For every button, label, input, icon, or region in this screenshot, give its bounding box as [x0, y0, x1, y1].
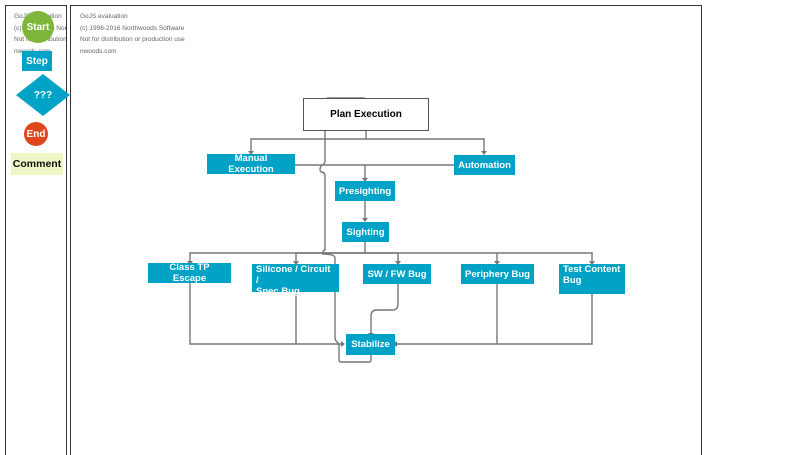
palette-end-label: End: [26, 128, 46, 140]
node-label-line2: Bug: [563, 275, 582, 286]
node-silicone-circuit-spec-bug[interactable]: Silicone / Circuit / Spec Bug: [252, 264, 339, 297]
node-presighting[interactable]: Presighting: [335, 181, 395, 201]
diagram-watermark: GoJS evaluation (c) 1998-2016 Northwoods…: [80, 11, 185, 57]
watermark-line: nwoods.com: [80, 47, 117, 55]
watermark-line: GoJS evaluation: [80, 13, 128, 20]
arrowhead: [341, 341, 345, 347]
arrowhead: [248, 151, 254, 155]
node-label: Presighting: [338, 185, 392, 197]
watermark-line: (c) 1998-2016 Northwoods Software: [80, 24, 185, 32]
link-testcontent-to-stabilize: [497, 294, 593, 345]
palette-end-node[interactable]: End: [24, 122, 48, 146]
link-manual-to-presighting: [295, 164, 366, 180]
arrowhead: [362, 178, 368, 182]
node-sw-fw-bug[interactable]: SW / FW Bug: [363, 264, 431, 284]
node-class-tp-escape[interactable]: Class TP Escape: [148, 262, 231, 284]
link-sighting-to-testcontent: [497, 252, 593, 263]
node-periphery-bug[interactable]: Periphery Bug: [461, 264, 534, 284]
link-sighting-to-silicone: [295, 252, 365, 263]
arrowhead: [393, 341, 397, 347]
link-plan-to-automation: [366, 138, 485, 153]
palette-start-label: Start: [26, 21, 50, 33]
diagram-links: [187, 97, 595, 363]
link-sighting-to-swfw: [365, 252, 399, 263]
arrowhead: [362, 218, 368, 222]
node-sighting[interactable]: Sighting: [342, 222, 389, 242]
node-label: Periphery Bug: [465, 268, 530, 280]
palette-start-node[interactable]: Start: [22, 11, 54, 43]
palette-decision-label: ???: [33, 89, 53, 101]
node-label-line1: Silicone / Circuit /: [256, 264, 331, 286]
node-label-line1: Test Content: [563, 264, 621, 275]
node-label-line2: Spec Bug: [256, 286, 300, 297]
link-classtp-to-stabilize: [189, 283, 343, 345]
link-sighting-to-periphery: [365, 252, 498, 263]
palette-panel: GoJS evaluation (c) 1998-2016 Northwoods…: [5, 5, 70, 455]
palette-comment-label: Comment: [12, 158, 62, 170]
link-swfw-to-stabilize: [370, 284, 399, 335]
node-automation[interactable]: Automation: [454, 155, 515, 175]
node-stabilize[interactable]: Stabilize: [346, 334, 395, 355]
palette-step-label: Step: [26, 55, 48, 67]
arrowhead: [589, 261, 595, 265]
node-test-content-bug[interactable]: Test Content Bug: [559, 264, 625, 294]
link-periphery-to-stabilize: [395, 284, 498, 345]
palette-comment-node[interactable]: Comment: [11, 153, 63, 175]
node-label: SW / FW Bug: [367, 268, 427, 280]
link-plan-to-manual: [250, 131, 367, 153]
node-label: Automation: [458, 159, 511, 171]
node-label: Stabilize: [351, 339, 390, 350]
arrowhead: [395, 261, 401, 265]
node-label: Manual Execution: [228, 153, 274, 175]
node-label: Sighting: [346, 226, 385, 238]
watermark-line: Not for distribution or production use: [80, 36, 185, 43]
arrowhead: [494, 261, 500, 265]
link-sighting-to-bugs: [189, 242, 366, 263]
node-label: Class TP Escape: [169, 262, 210, 284]
diamond-shape: [16, 74, 70, 116]
palette-decision-node[interactable]: ???: [16, 74, 70, 116]
node-plan-execution[interactable]: Plan Execution: [303, 98, 429, 131]
diagram-canvas[interactable]: GoJS evaluation (c) 1998-2016 Northwoods…: [70, 5, 702, 455]
node-manual-execution[interactable]: Manual Execution: [207, 153, 295, 175]
node-label: Plan Execution: [330, 109, 402, 120]
palette-step-node[interactable]: Step: [22, 51, 52, 71]
arrowhead: [293, 261, 299, 265]
arrowhead: [481, 151, 487, 155]
